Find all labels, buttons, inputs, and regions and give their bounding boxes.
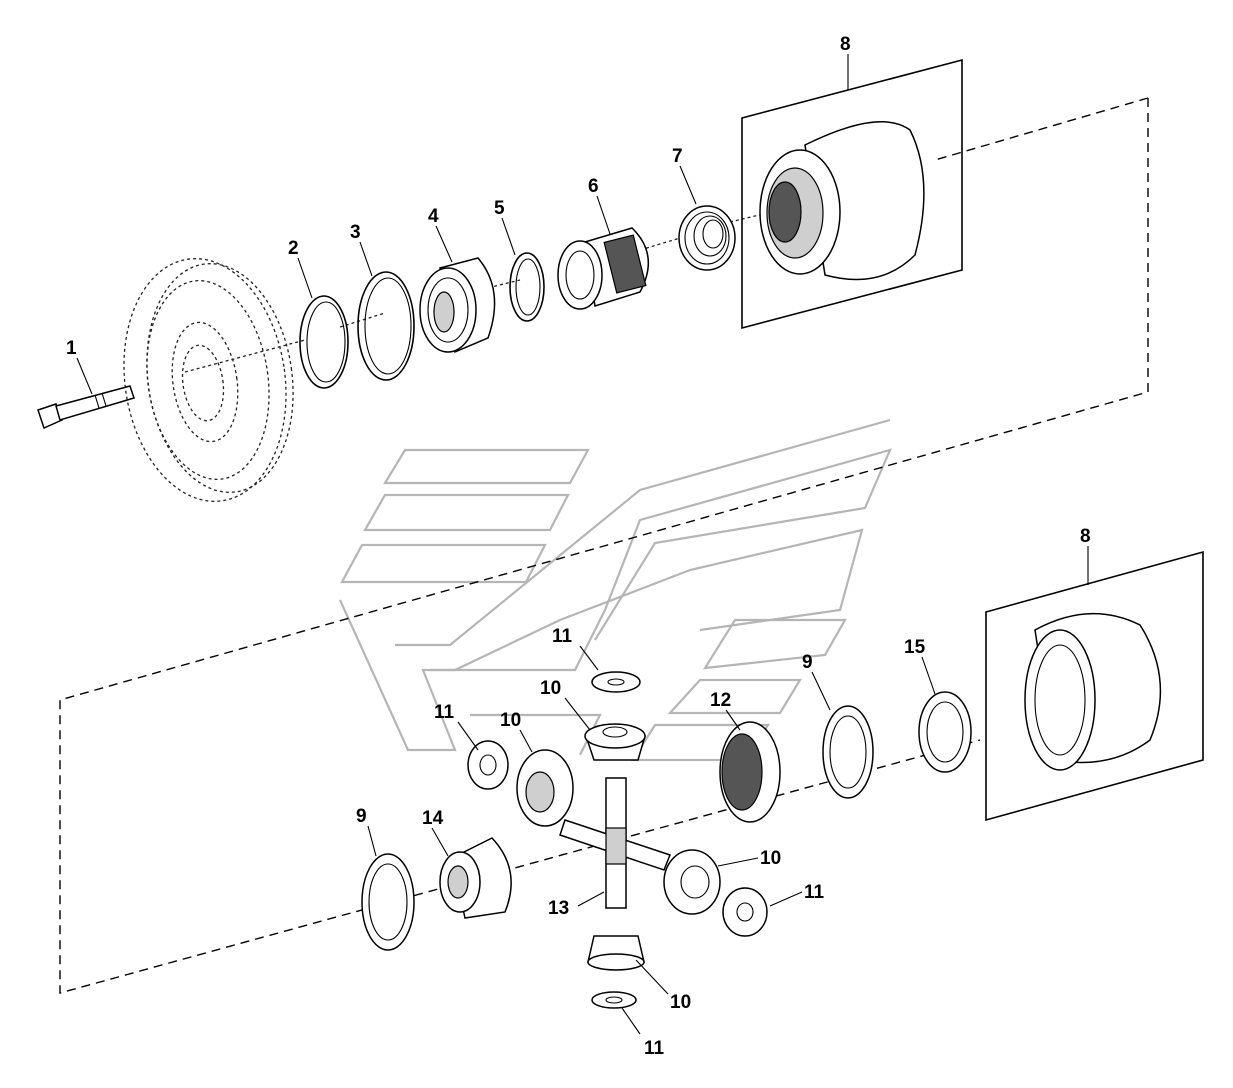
washer-part-11-bottom bbox=[591, 991, 637, 1009]
case-part-8-bottom bbox=[985, 550, 1204, 822]
pinion-gear-part-10-top bbox=[584, 723, 646, 761]
snap-ring-part-2 bbox=[299, 295, 349, 389]
callout-labels: 1 2 3 4 5 6 7 8 8 9 15 12 11 10 11 10 10… bbox=[66, 34, 1091, 1059]
callout-11-top: 11 bbox=[552, 626, 573, 647]
callout-5: 5 bbox=[494, 198, 505, 219]
bolt-part-1 bbox=[37, 385, 135, 430]
cross-shaft-part-13 bbox=[559, 777, 671, 909]
thrust-washer-part-9-left bbox=[361, 853, 415, 951]
callout-13: 13 bbox=[548, 898, 569, 919]
callout-3: 3 bbox=[350, 222, 361, 243]
callout-8-bottom: 8 bbox=[1080, 526, 1091, 547]
watermark-logo bbox=[338, 418, 892, 762]
hub-part-14 bbox=[439, 837, 512, 919]
callout-10-bottom: 10 bbox=[670, 992, 691, 1013]
callout-15: 15 bbox=[904, 637, 926, 658]
thrust-washer-part-9-right bbox=[822, 705, 874, 799]
callout-12: 12 bbox=[710, 690, 731, 711]
callout-10-right: 10 bbox=[760, 848, 781, 869]
callout-2: 2 bbox=[288, 238, 299, 259]
callout-8-top: 8 bbox=[840, 34, 851, 55]
bearing-part-4 bbox=[419, 257, 496, 354]
callout-10-top: 10 bbox=[540, 678, 561, 699]
callout-4: 4 bbox=[428, 206, 439, 227]
callout-7: 7 bbox=[672, 146, 683, 167]
leader-lines bbox=[76, 54, 1089, 1035]
case-part-8-top bbox=[741, 58, 963, 330]
callout-9-right: 9 bbox=[802, 652, 813, 673]
seal-part-15 bbox=[918, 691, 972, 773]
callout-11-left: 11 bbox=[434, 702, 455, 723]
callout-1: 1 bbox=[66, 338, 77, 359]
pinion-gear-part-10-left bbox=[516, 749, 574, 827]
washer-part-11-right bbox=[722, 887, 768, 937]
ring-part-5 bbox=[509, 252, 545, 322]
spring-part-7 bbox=[678, 205, 736, 271]
washer-part-11-left bbox=[467, 740, 509, 790]
sleeve-part-6 bbox=[557, 227, 650, 310]
callout-6: 6 bbox=[588, 176, 599, 197]
pinion-gear-part-10-bottom bbox=[587, 935, 645, 971]
seal-ring-part-3 bbox=[357, 271, 415, 381]
callout-9-left: 9 bbox=[356, 806, 367, 827]
assembly-phantom-outline bbox=[59, 97, 1149, 994]
side-gear-part-12 bbox=[719, 721, 781, 823]
callout-11-bottom: 11 bbox=[644, 1038, 665, 1059]
callout-14: 14 bbox=[422, 808, 444, 829]
callout-10-left: 10 bbox=[500, 710, 521, 731]
ring-gear bbox=[123, 258, 294, 502]
callout-11-right: 11 bbox=[804, 882, 825, 903]
pinion-gear-part-10-right bbox=[663, 849, 721, 915]
washer-part-11-top bbox=[591, 671, 641, 693]
